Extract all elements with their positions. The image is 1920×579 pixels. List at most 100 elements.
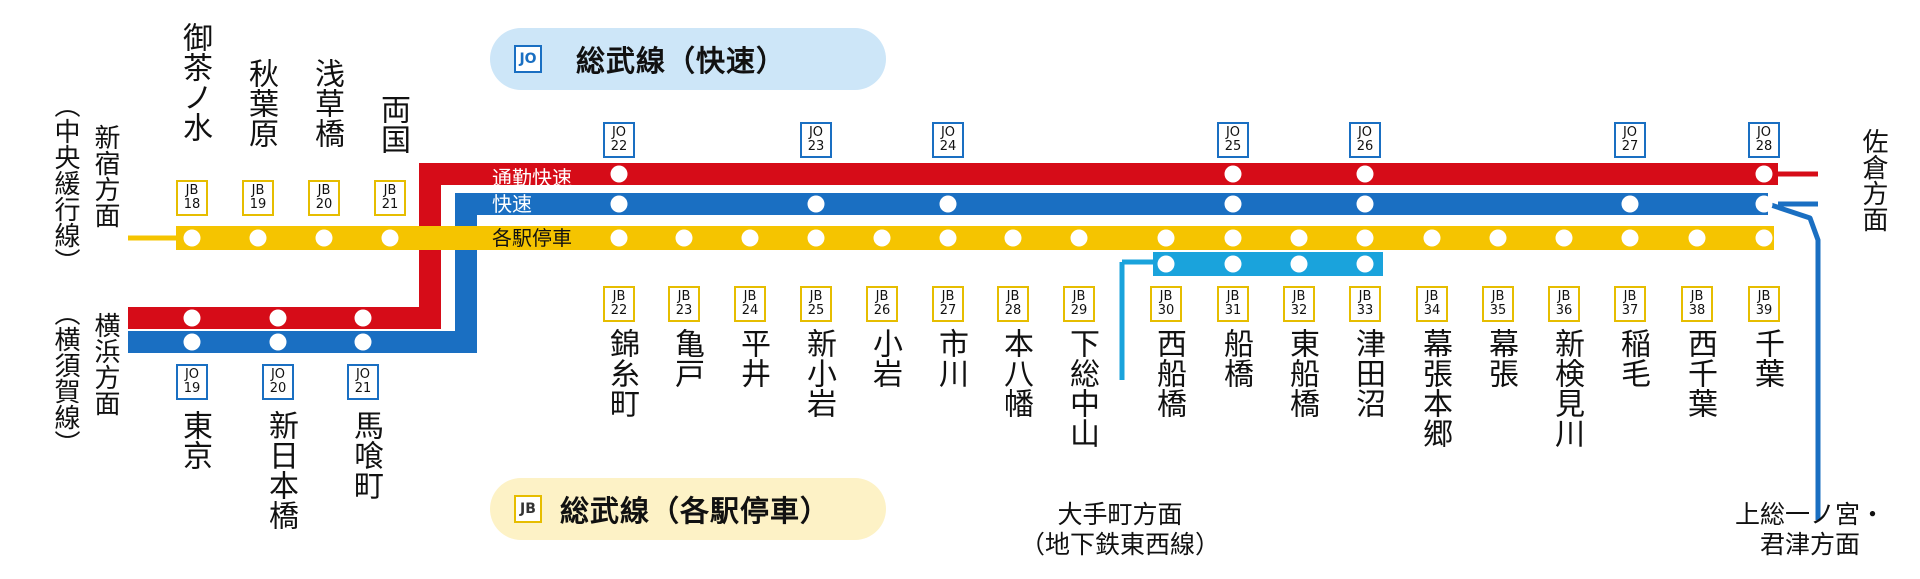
local-stop-dot bbox=[675, 229, 693, 247]
station-name: 亀戸 bbox=[669, 328, 704, 388]
station-name: 小岩 bbox=[867, 328, 902, 388]
kazusa-direction-line1: 上総一ノ宮・ bbox=[1734, 500, 1885, 529]
rapid-stop-dot bbox=[1621, 195, 1639, 213]
tozai-stop-dot bbox=[1356, 255, 1374, 273]
rapid-line bbox=[128, 193, 1768, 353]
local-title-pill-bg bbox=[490, 478, 886, 540]
station-name: 秋葉原 bbox=[243, 58, 278, 148]
station-name: 西千葉 bbox=[1682, 328, 1717, 418]
otemachi-direction-line1: 大手町方面 bbox=[1057, 500, 1183, 529]
sakura-direction-label: 佐倉方面 bbox=[1858, 128, 1888, 232]
rapid-stop-dot bbox=[1755, 195, 1773, 213]
local-stop-dot bbox=[315, 229, 333, 247]
local-stop-dot bbox=[939, 229, 957, 247]
station-name: 千葉 bbox=[1749, 328, 1784, 388]
kazusa-direction-line2: 君津方面 bbox=[1759, 530, 1860, 559]
station-name: 馬喰町 bbox=[348, 410, 383, 500]
station-name: 船橋 bbox=[1218, 328, 1253, 388]
station-name: 新小岩 bbox=[801, 328, 836, 418]
local-stop-dot bbox=[1356, 229, 1374, 247]
rapid-stop-dot bbox=[1356, 195, 1374, 213]
yokosuka-direction-label: 横浜方面 bbox=[90, 312, 120, 416]
station-name: 西船橋 bbox=[1151, 328, 1186, 418]
station-name: 下総中山 bbox=[1064, 328, 1099, 448]
local-stop-dot bbox=[1290, 229, 1308, 247]
rapid-stop-dot bbox=[183, 333, 201, 351]
local-stop-dot bbox=[1423, 229, 1441, 247]
local-stop-dot bbox=[610, 229, 628, 247]
commuter-rapid-stop-dot bbox=[610, 165, 628, 183]
station-name: 稲毛 bbox=[1615, 328, 1650, 388]
local-stop-dot bbox=[381, 229, 399, 247]
rapid-line-title: JO 総武線（快速） bbox=[490, 28, 886, 90]
station-name: 錦糸町 bbox=[604, 328, 639, 418]
local-line-title: JB 総武線（各駅停車） bbox=[490, 478, 886, 540]
jb-line-badge: JB bbox=[514, 495, 542, 523]
local-stop-dot bbox=[1224, 229, 1242, 247]
local-stop-dot bbox=[873, 229, 891, 247]
local-service-label: 各駅停車 bbox=[492, 226, 572, 250]
local-stop-dot bbox=[741, 229, 759, 247]
chuo-line-label: （中央緩行線） bbox=[50, 92, 80, 274]
local-line bbox=[176, 226, 1774, 250]
otemachi-direction-line2: （地下鉄東西線） bbox=[1019, 530, 1220, 559]
station-name: 新検見川 bbox=[1549, 328, 1584, 448]
rapid-title-pill-bg bbox=[490, 28, 886, 90]
station-name: 東京 bbox=[177, 410, 212, 470]
station-name: 幕張本郷 bbox=[1417, 328, 1452, 448]
local-stop-dot bbox=[249, 229, 267, 247]
local-line-name: 総武線（各駅停車） bbox=[560, 494, 831, 528]
commuter-rapid-stop-dot bbox=[1224, 165, 1242, 183]
local-stop-dot bbox=[183, 229, 201, 247]
rapid-stop-dot bbox=[610, 195, 628, 213]
station-name: 平井 bbox=[735, 328, 770, 388]
local-stop-dot bbox=[807, 229, 825, 247]
station-name: 東船橋 bbox=[1284, 328, 1319, 418]
local-stop-dot bbox=[1688, 229, 1706, 247]
tozai-stop-dot bbox=[1290, 255, 1308, 273]
local-stop-dot bbox=[1555, 229, 1573, 247]
rapid-stop-dot bbox=[354, 333, 372, 351]
station-name: 津田沼 bbox=[1350, 328, 1385, 418]
station-name: 御茶ノ水 bbox=[177, 22, 212, 142]
rapid-stop-dot bbox=[939, 195, 957, 213]
commuter-rapid-label: 通勤快速 bbox=[492, 166, 572, 190]
rapid-stop-dot bbox=[807, 195, 825, 213]
commuter-rapid-stop-dot bbox=[1356, 165, 1374, 183]
tozai-stop-dot bbox=[1224, 255, 1242, 273]
local-stop-dot bbox=[1004, 229, 1022, 247]
rapid-stop-dot bbox=[269, 333, 287, 351]
local-stop-dot bbox=[1621, 229, 1639, 247]
yokosuka-line-label: （横須賀線） bbox=[50, 300, 80, 456]
station-name: 浅草橋 bbox=[309, 58, 344, 148]
commuter-rapid-stop-dot bbox=[1755, 165, 1773, 183]
